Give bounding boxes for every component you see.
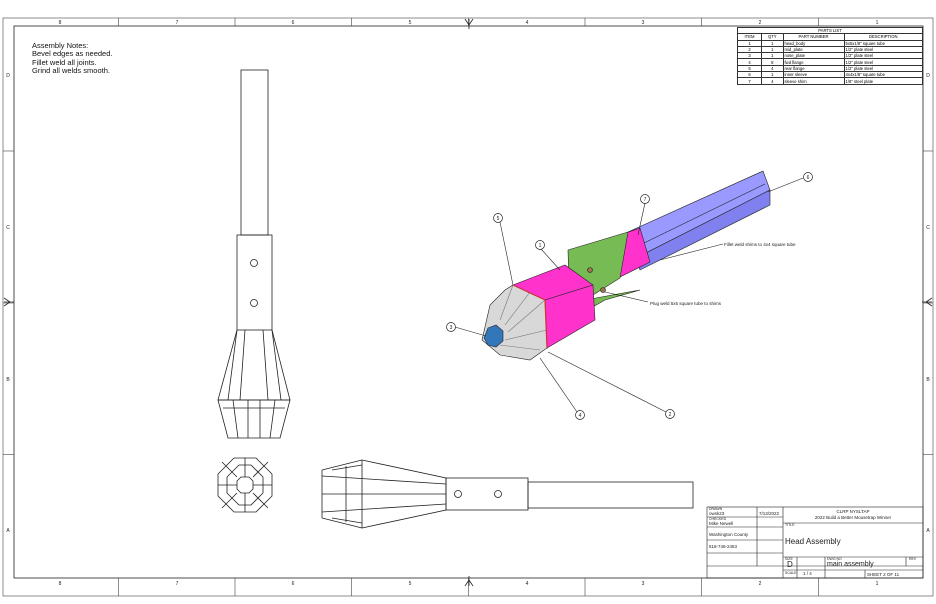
isometric-view (481, 170, 771, 361)
checked-label: CHECKED (709, 517, 727, 521)
balloon-item-3: 3 (446, 322, 456, 332)
side-view (321, 459, 694, 529)
dwg-no-label: DWG NO (827, 557, 842, 561)
drawing-title: Head Assembly (785, 537, 841, 546)
parts-list-cell: 1/2" plate steel (843, 58, 924, 66)
callout-note-plug: Plug weld 5x5 square tube to shims (650, 301, 722, 306)
balloon-number: 1 (539, 243, 542, 249)
balloon-number: 5 (497, 216, 500, 222)
balloon-number: 4 (579, 413, 582, 419)
zone-row-left: C (6, 225, 10, 231)
item-balloons: 5 1 7 6 3 4 2 (446, 172, 813, 420)
end-view (217, 457, 273, 513)
balloon-item-1: 1 (535, 240, 545, 250)
balloon-number: 3 (450, 325, 453, 331)
parts-list-cell: 4 (761, 64, 784, 73)
leader-lines (454, 177, 804, 413)
balloon-number: 7 (644, 197, 647, 203)
drawn-by: owsk23 (709, 511, 725, 516)
zone-column-top: 5 (409, 20, 412, 26)
zone-row-right: B (926, 377, 930, 383)
center-mark-right (922, 297, 933, 307)
title-label: TITLE (785, 523, 795, 527)
center-mark-left (3, 297, 14, 307)
zone-column-top: 2 (759, 20, 762, 26)
zone-column-bottom: 3 (642, 581, 645, 587)
title-block-frame (706, 506, 924, 579)
zone-row-left: A (6, 528, 10, 534)
zone-column-bottom: 6 (292, 581, 295, 587)
balloon-item-5: 5 (493, 213, 503, 223)
balloon-number: 2 (669, 412, 672, 418)
front-view (217, 69, 291, 439)
outer-border (2, 17, 934, 597)
zone-column-top: 3 (642, 20, 645, 26)
zone-column-top: 7 (176, 20, 179, 26)
zone-column-bottom: 2 (759, 581, 762, 587)
checker-name: Mike Newell (709, 521, 734, 526)
zone-row-right: C (926, 225, 930, 231)
zone-row-right: A (926, 528, 930, 534)
balloon-item-6: 6 (803, 172, 813, 182)
zone-column-bottom: 4 (526, 581, 529, 587)
zone-row-right: D (926, 73, 930, 79)
parts-list-cell: 8 (761, 58, 784, 66)
zone-column-bottom: 8 (59, 581, 62, 587)
size-label: SIZE (785, 557, 793, 561)
parts-list-cell: sleeve shim (782, 77, 845, 85)
center-mark-bottom (464, 576, 474, 587)
callout-note-fillet: Fillet weld shims to 4x4 square tube (724, 242, 796, 247)
assembly-notes: Assembly Notes: Bevel edges as needed. F… (32, 41, 113, 76)
zone-row-left: D (6, 73, 10, 79)
balloon-item-7: 7 (640, 194, 650, 204)
parts-list-cell: 7 (736, 77, 763, 85)
balloon-number: 6 (807, 175, 810, 181)
balloon-item-4: 4 (575, 410, 585, 420)
organization: CLRP NYSLTAP (836, 509, 870, 514)
parts-list-cell: 1/8" steel plate (843, 77, 924, 85)
center-mark-top (464, 18, 474, 29)
zone-column-top: 1 (876, 20, 879, 26)
dwg-no: main assembly (827, 561, 874, 568)
subtitle: 2022 Build a Better Mousetrap Winner (814, 515, 892, 520)
note-line: Bevel edges as needed. (32, 49, 113, 59)
notes-title: Assembly Notes: (32, 41, 89, 50)
drawn-date: 7/13/2022 (759, 511, 780, 516)
zone-column-top: 4 (526, 20, 529, 26)
parts-list-cell: 1/2" plate steel (843, 64, 924, 73)
nose-plate (483, 324, 504, 348)
scale-label: SCALE (785, 571, 797, 575)
drawn-label: DRAWN (709, 507, 723, 511)
parts-list-cell: 4 (761, 77, 784, 85)
parts-list-cell: 4x4x1/8" square tube (843, 71, 924, 79)
balloon-item-2: 2 (665, 409, 675, 419)
county: Washington County (709, 532, 749, 537)
zone-column-top: 8 (59, 20, 62, 26)
zone-column-bottom: 1 (876, 581, 879, 587)
note-line: Grind all welds smooth. (32, 66, 110, 76)
sheet-size: D (787, 560, 793, 569)
sheet-number: SHEET 2 OF 11 (867, 572, 900, 577)
zone-column-bottom: 5 (409, 581, 412, 587)
inner-border (13, 25, 924, 579)
zone-marks (3, 18, 933, 596)
rev-label: REV (909, 557, 917, 561)
note-line: Fillet weld all joints. (32, 57, 97, 67)
zone-column-top: 6 (292, 20, 295, 26)
zone-column-bottom: 7 (176, 581, 179, 587)
parts-list-cell: 1 (761, 71, 784, 79)
zone-row-left: B (6, 377, 10, 383)
phone: 518-746-2453 (709, 544, 738, 549)
scale: 1 / 4 (803, 571, 812, 576)
